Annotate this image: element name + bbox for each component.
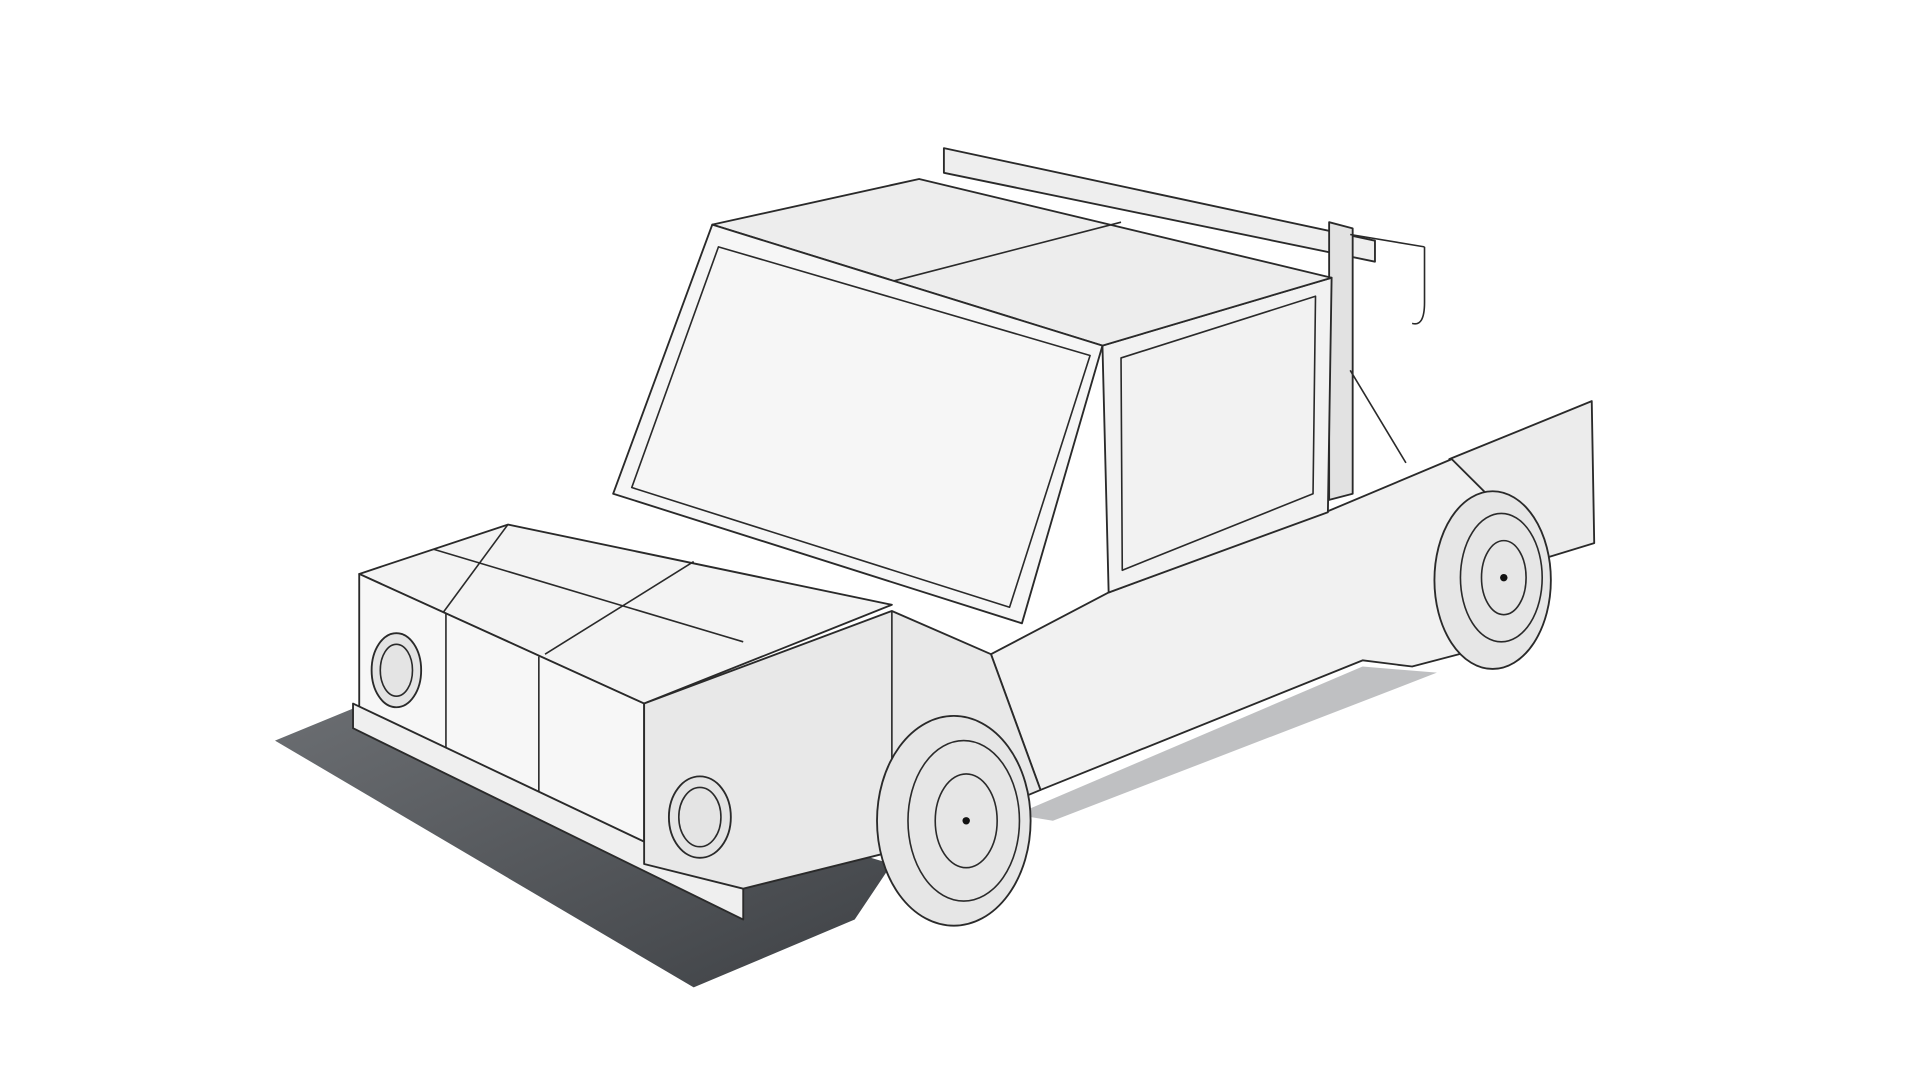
front-bumper [352,702,745,921]
headlight-left [370,632,423,709]
windshield [612,223,1104,625]
crane [942,147,1426,501]
ground-shadow-side [1015,666,1437,821]
wheel-front [876,714,1032,927]
wheel-rear [1433,490,1552,670]
tow-truck [352,147,1596,927]
hook-icon [1411,246,1426,325]
headlight-right [667,775,732,859]
